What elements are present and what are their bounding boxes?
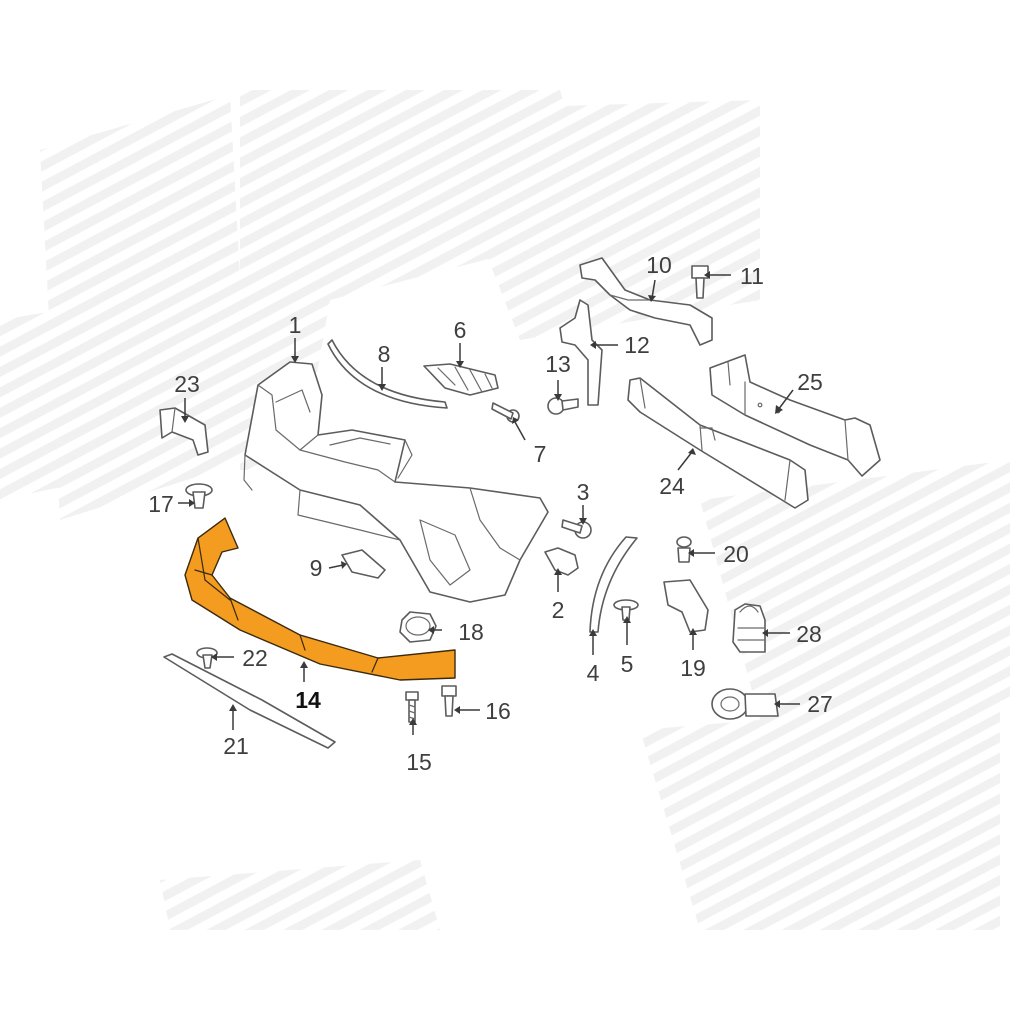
- part-reinforcement-beam: [709, 354, 881, 477]
- callout-16: 16: [485, 698, 511, 724]
- callout-10: 10: [646, 252, 672, 278]
- callout-17: 17: [148, 491, 174, 517]
- part-grille-insert: [423, 363, 499, 396]
- callout-labels: 1 2 3 4 5 6 7 8 9 10 11 12 13 14 15 16 1…: [148, 252, 833, 775]
- callout-12: 12: [624, 332, 650, 358]
- part-holder-18: [399, 611, 437, 643]
- part-side-strip: [589, 536, 638, 633]
- callout-1: 1: [289, 312, 302, 338]
- part-nut-13: [547, 397, 579, 415]
- callout-24: 24: [659, 473, 685, 499]
- part-sensor-retainer: [732, 603, 766, 653]
- callout-7: 7: [534, 441, 547, 467]
- part-bolt-16: [441, 685, 457, 717]
- callout-9: 9: [310, 555, 323, 581]
- leader-arrowheads: [181, 271, 783, 725]
- part-clip-2: [544, 547, 579, 576]
- callout-19: 19: [680, 655, 706, 681]
- callout-23: 23: [174, 371, 200, 397]
- callout-15: 15: [406, 749, 432, 775]
- callout-22: 22: [242, 645, 268, 671]
- callout-28: 28: [796, 621, 822, 647]
- part-bracket-12: [559, 299, 603, 406]
- callout-25: 25: [797, 369, 823, 395]
- part-bolt-15: [405, 691, 419, 723]
- part-parking-sensor: [711, 688, 779, 720]
- callout-4: 4: [587, 660, 600, 686]
- callout-13: 13: [545, 351, 571, 377]
- callout-20: 20: [723, 541, 749, 567]
- part-clip-17: [185, 483, 213, 509]
- callout-2: 2: [552, 597, 565, 623]
- part-reflector: [341, 549, 386, 579]
- part-bolt-3: [561, 519, 592, 539]
- part-fastener-20: [676, 536, 692, 563]
- part-pin-5: [613, 599, 639, 621]
- part-lower-spoiler: [184, 517, 456, 681]
- part-lower-trim: [163, 653, 336, 749]
- callout-6: 6: [454, 317, 467, 343]
- part-sensor-bracket: [663, 579, 709, 633]
- callout-8: 8: [378, 341, 391, 367]
- callout-21: 21: [223, 733, 249, 759]
- callout-5: 5: [621, 651, 634, 677]
- part-upper-bracket: [579, 257, 713, 346]
- part-bumper-cover: [243, 361, 549, 603]
- callout-3: 3: [577, 479, 590, 505]
- callout-11: 11: [740, 263, 764, 289]
- part-trim-strip: [327, 339, 448, 409]
- part-impact-absorber: [627, 377, 809, 509]
- callout-27: 27: [807, 691, 833, 717]
- watermark: [0, 90, 1010, 930]
- callout-14: 14: [295, 687, 321, 713]
- callout-18: 18: [458, 619, 484, 645]
